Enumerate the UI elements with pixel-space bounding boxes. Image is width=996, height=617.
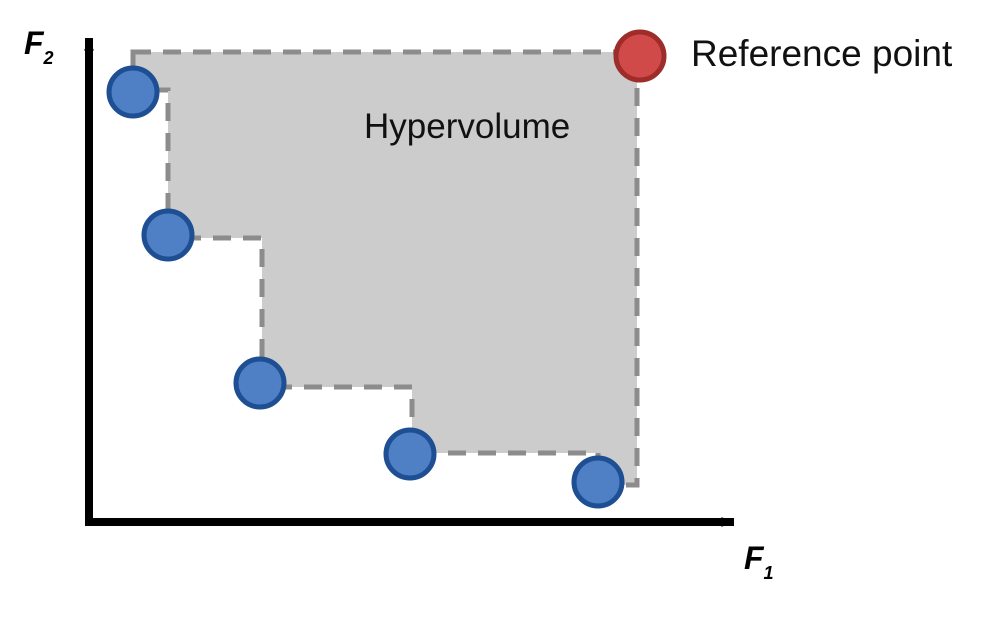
hypervolume-region bbox=[130, 49, 640, 488]
reference-point bbox=[613, 29, 667, 83]
pareto-point bbox=[383, 427, 437, 481]
x-axis-label-sub: 1 bbox=[764, 563, 774, 583]
y-axis-label-base: F bbox=[24, 25, 45, 61]
hypervolume-label: Hypervolume bbox=[364, 107, 570, 146]
pareto-point bbox=[571, 455, 625, 509]
y-axis-label-sub: 2 bbox=[43, 48, 54, 68]
pareto-point bbox=[141, 208, 195, 262]
pareto-point bbox=[106, 65, 160, 119]
reference-point-label: Reference point bbox=[691, 33, 953, 74]
y-axis-label: F2 bbox=[24, 25, 54, 68]
x-axis-label-base: F bbox=[744, 540, 765, 576]
x-axis-label: F1 bbox=[744, 540, 774, 583]
pareto-point bbox=[233, 356, 287, 410]
